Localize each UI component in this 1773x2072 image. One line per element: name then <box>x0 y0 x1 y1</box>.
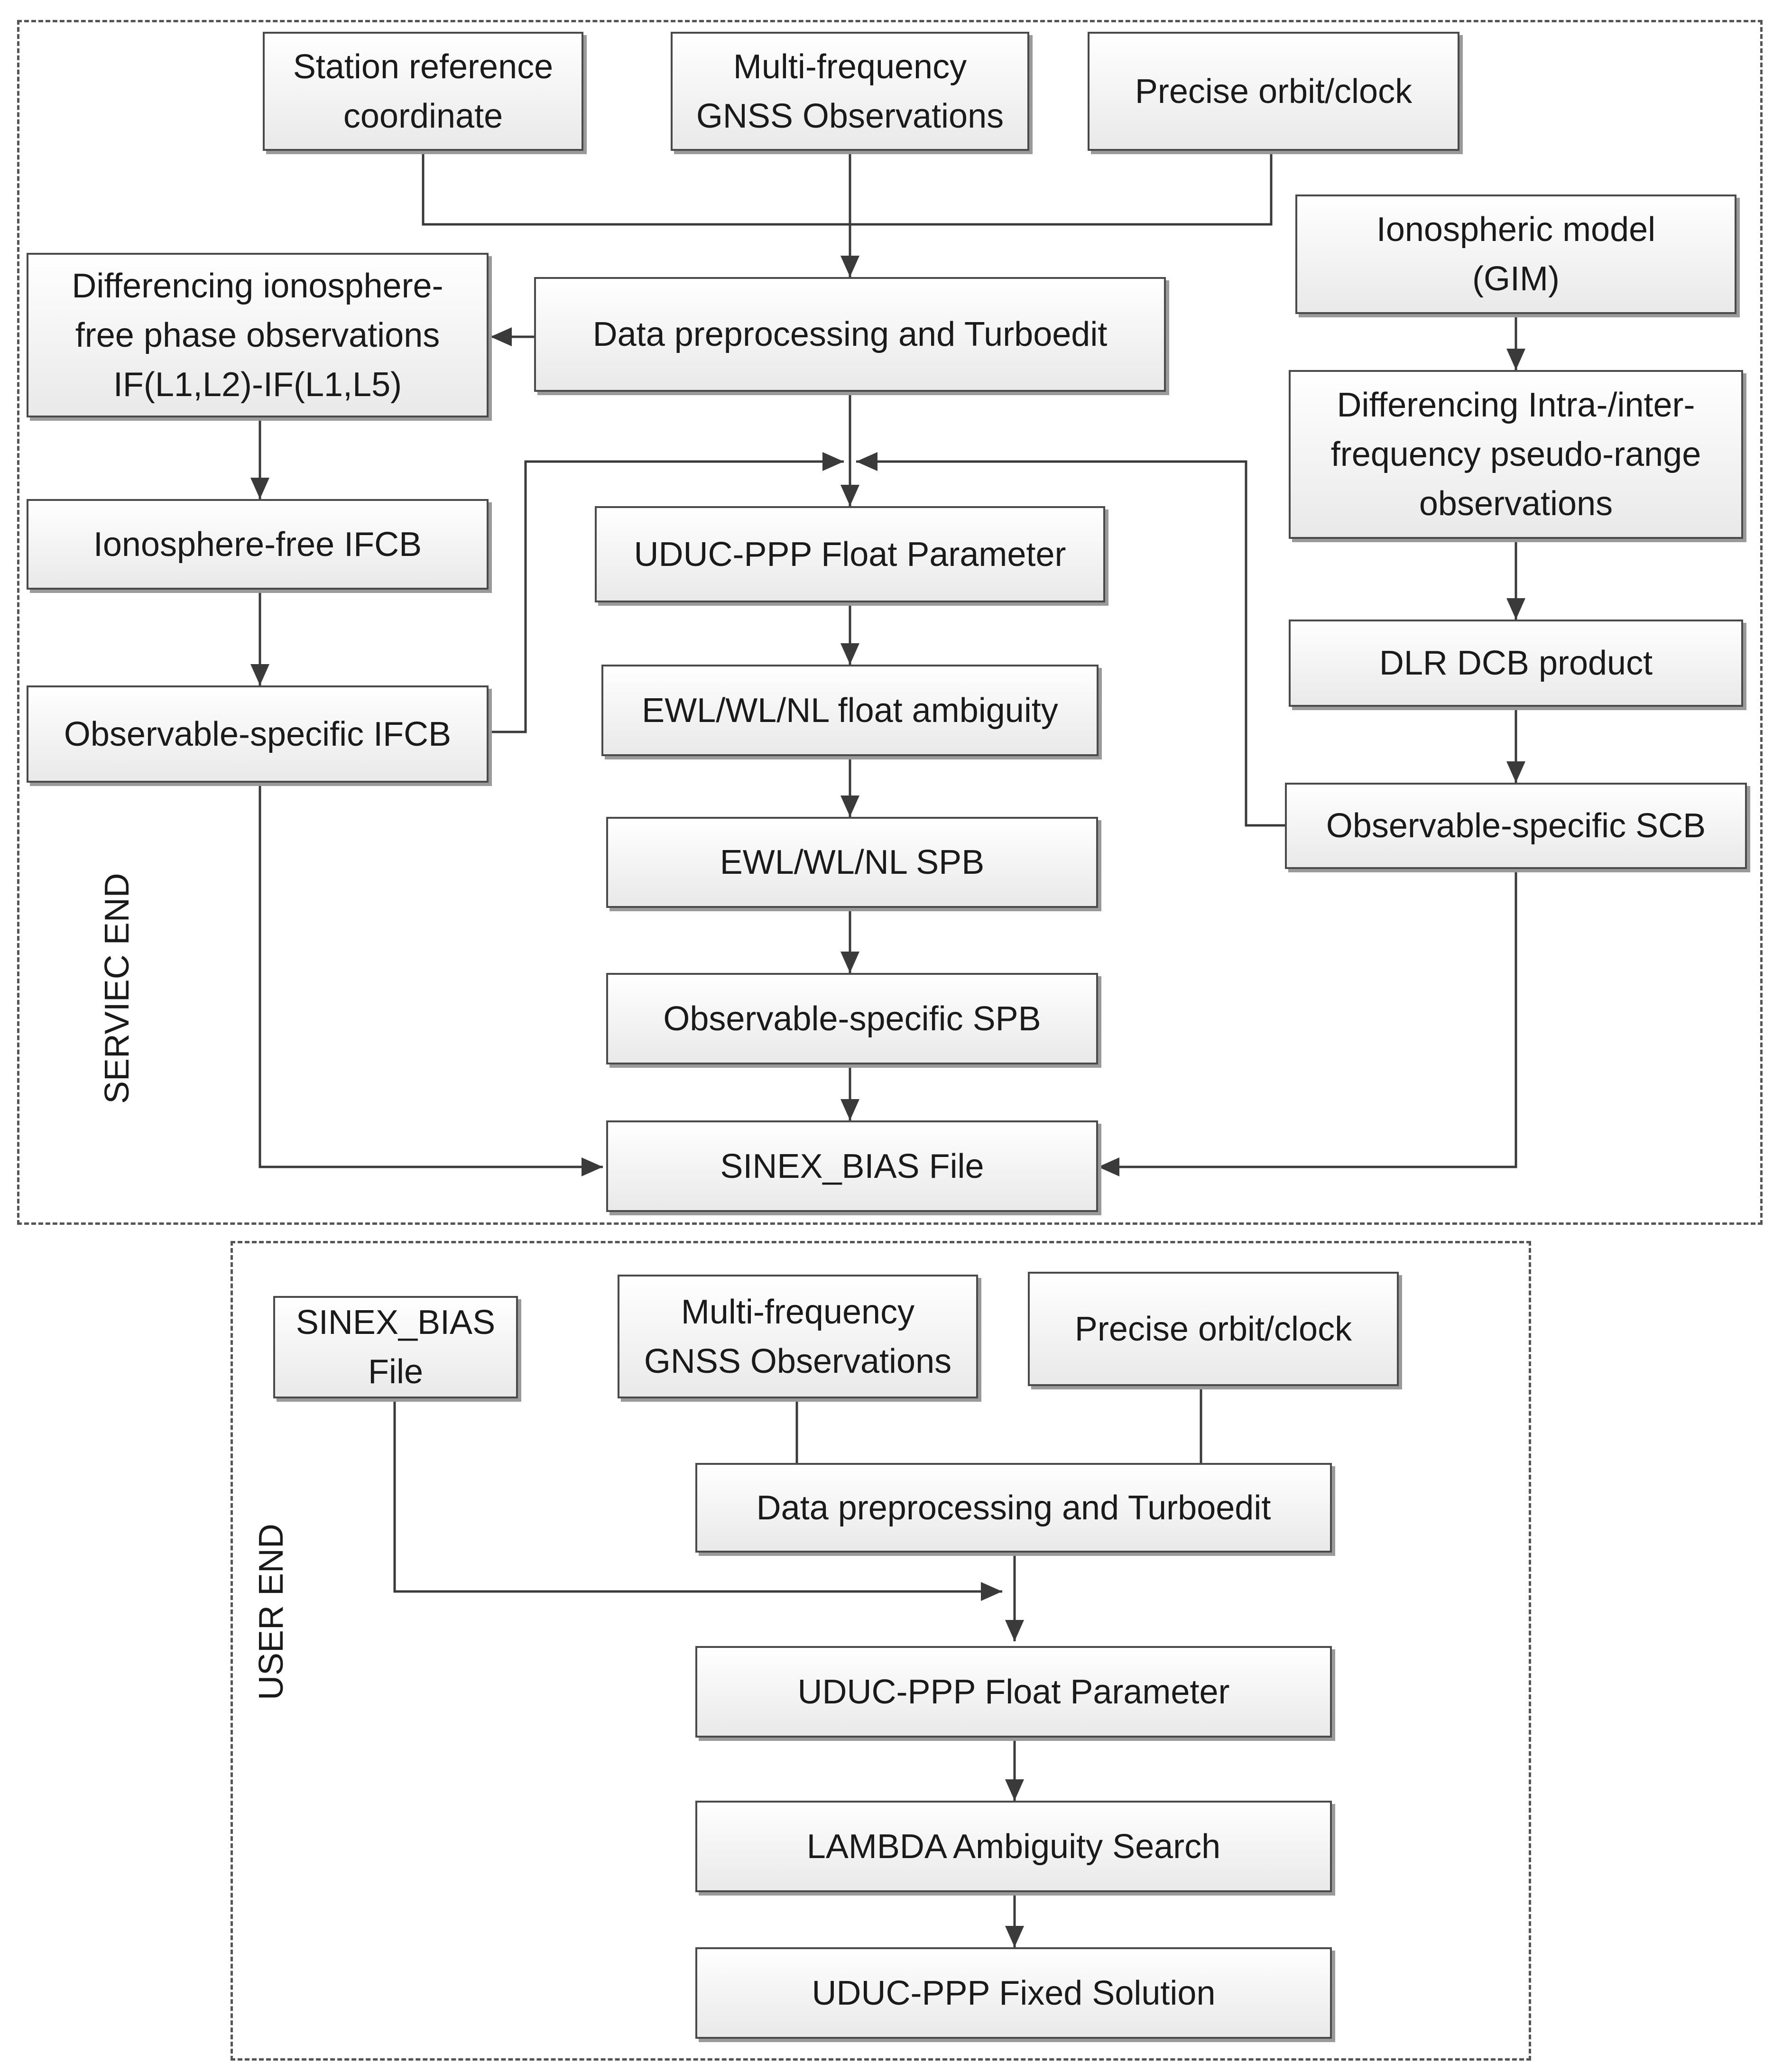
ionosphere-free-ifcb-box: Ionosphere-free IFCB <box>27 499 489 590</box>
user-gnss-observations-box: Multi-frequency GNSS Observations <box>618 1275 978 1398</box>
user-float-parameter-box: UDUC-PPP Float Parameter <box>695 1646 1332 1738</box>
connector-obs-ifcb-to-merge <box>489 452 844 733</box>
data-preprocessing-box: Data preprocessing and Turboedit <box>534 277 1166 392</box>
spb-box: EWL/WL/NL SPB <box>606 817 1098 908</box>
arrow-obs-ifcb-to-sinex <box>259 783 603 1176</box>
dlr-dcb-product-box: DLR DCB product <box>1289 620 1743 707</box>
observable-specific-spb-box: Observable-specific SPB <box>606 973 1098 1064</box>
sinex-bias-file-box: SINEX_BIAS File <box>606 1120 1098 1212</box>
gnss-observations-box: Multi-frequency GNSS Observations <box>671 32 1029 151</box>
differencing-pseudo-range-box: Differencing Intra-/inter- frequency pse… <box>1289 370 1743 539</box>
observable-specific-ifcb-box: Observable-specific IFCB <box>27 685 489 783</box>
arrow-user-sinex-to-merge <box>393 1398 1002 1601</box>
user-data-preprocessing-box: Data preprocessing and Turboedit <box>695 1463 1332 1553</box>
float-parameter-box: UDUC-PPP Float Parameter <box>595 506 1105 602</box>
observable-specific-scb-box: Observable-specific SCB <box>1285 783 1747 869</box>
precise-orbit-clock-box: Precise orbit/clock <box>1088 32 1459 151</box>
connector-station-to-merge <box>422 151 1273 226</box>
float-ambiguity-box: EWL/WL/NL float ambiguity <box>601 665 1099 756</box>
fixed-solution-box: UDUC-PPP Fixed Solution <box>695 1947 1332 2039</box>
user-end-region <box>231 1241 1531 2061</box>
service-end-region <box>17 20 1763 1225</box>
user-precise-orbit-clock-box: Precise orbit/clock <box>1028 1272 1399 1386</box>
ionospheric-model-box: Ionospheric model (GIM) <box>1295 194 1736 314</box>
arrow-obs-scb-to-sinex <box>1098 869 1517 1176</box>
user-sinex-bias-file-box: SINEX_BIAS File <box>273 1296 518 1398</box>
connector-obs-scb-to-merge <box>856 452 1285 827</box>
lambda-ambiguity-search-box: LAMBDA Ambiguity Search <box>695 1801 1332 1892</box>
station-reference-coordinate-box: Station reference coordinate <box>263 32 583 151</box>
differencing-ionosphere-free-box: Differencing ionosphere- free phase obse… <box>27 253 489 417</box>
